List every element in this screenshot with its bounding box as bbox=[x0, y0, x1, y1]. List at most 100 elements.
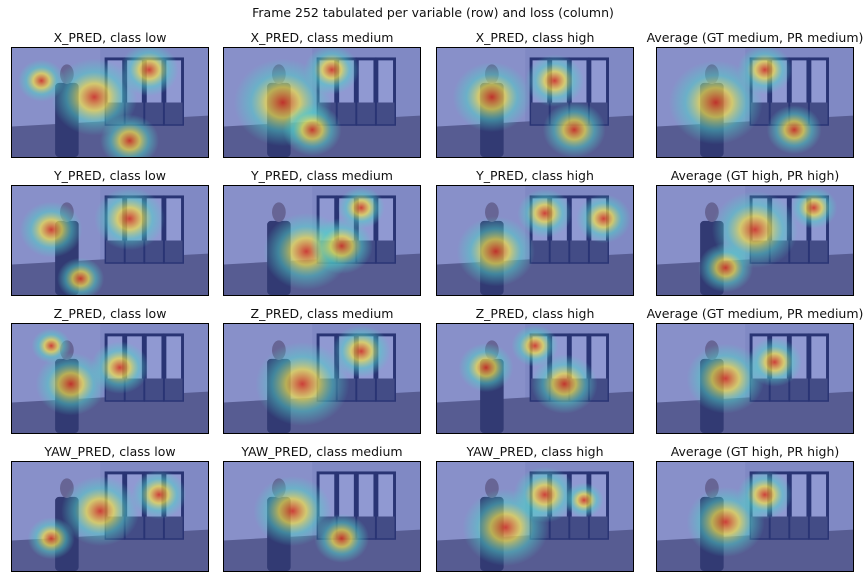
heatmap-overlay-svg bbox=[437, 186, 633, 295]
panel-title: YAW_PRED, class high bbox=[466, 444, 604, 459]
heatmap-overlay-svg bbox=[437, 324, 633, 433]
heatmap-panel: Y_PRED, class high bbox=[436, 168, 634, 296]
heatmap-hotspot bbox=[119, 48, 179, 97]
panel-title: X_PRED, class low bbox=[53, 30, 167, 45]
heatmap-hotspot bbox=[17, 59, 65, 102]
heatmap-panel: Y_PRED, class low bbox=[11, 168, 209, 296]
heatmap-hotspot bbox=[94, 187, 165, 251]
figure-title: Frame 252 tabulated per variable (row) a… bbox=[252, 5, 614, 20]
panel-title: X_PRED, class medium bbox=[250, 30, 394, 45]
heatmap-hotspot bbox=[61, 476, 140, 547]
heatmap-hotspot bbox=[517, 188, 573, 238]
heatmap-hotspot bbox=[564, 482, 604, 518]
window-foliage bbox=[790, 378, 808, 401]
heatmap-hotspot bbox=[100, 114, 159, 157]
heatmap-image bbox=[656, 461, 854, 572]
heatmap-hotspot bbox=[253, 476, 332, 547]
heatmap-image bbox=[656, 47, 854, 158]
panel-title: Average (GT medium, PR medium) bbox=[646, 30, 864, 45]
heatmap-overlay-svg bbox=[657, 324, 853, 433]
heatmap-image bbox=[656, 323, 854, 434]
panel-title: Y_PRED, class low bbox=[54, 168, 166, 183]
heatmap-overlay-svg bbox=[12, 462, 208, 571]
window-foliage bbox=[145, 240, 163, 263]
window-foliage bbox=[164, 516, 183, 539]
heatmap-hotspot bbox=[452, 62, 532, 133]
heatmap-overlay-svg bbox=[657, 48, 853, 157]
heatmap-image bbox=[436, 461, 634, 572]
panel-title: Average (GT high, PR high) bbox=[670, 168, 840, 183]
heatmap-image bbox=[436, 47, 634, 158]
heatmap-panel: Average (GT medium, PR medium) bbox=[647, 30, 863, 158]
heatmap-overlay-svg bbox=[224, 462, 420, 571]
heatmap-hotspot bbox=[456, 216, 535, 287]
panel-title: Average (GT high, PR high) bbox=[670, 444, 840, 459]
heatmap-image bbox=[223, 47, 421, 158]
heatmap-panel: Z_PRED, class high bbox=[436, 306, 634, 434]
heatmap-panel: YAW_PRED, class high bbox=[436, 444, 634, 572]
heatmap-hotspot bbox=[790, 186, 838, 229]
window-foliage bbox=[376, 378, 395, 401]
heatmap-image bbox=[223, 185, 421, 296]
heatmap-image bbox=[223, 461, 421, 572]
heatmap-hotspot bbox=[51, 58, 138, 136]
heatmap-hotspot bbox=[511, 324, 559, 367]
heatmap-hotspot bbox=[698, 243, 754, 293]
heatmap-hotspot bbox=[737, 470, 793, 520]
window-foliage bbox=[357, 102, 375, 125]
heatmap-panel: YAW_PRED, class medium bbox=[223, 444, 421, 572]
window-foliage bbox=[357, 378, 375, 401]
window-foliage bbox=[376, 102, 395, 125]
heatmap-image bbox=[11, 461, 209, 572]
window-foliage bbox=[809, 516, 828, 539]
heatmap-panel: X_PRED, class low bbox=[11, 30, 209, 158]
window-foliage bbox=[376, 516, 395, 539]
window-foliage bbox=[550, 240, 569, 263]
window-foliage bbox=[145, 378, 163, 401]
heatmap-hotspot bbox=[31, 328, 71, 364]
window-foliage bbox=[550, 516, 569, 539]
heatmap-hotspot bbox=[314, 513, 370, 563]
window-foliage bbox=[589, 240, 608, 263]
panel-title: Z_PRED, class medium bbox=[250, 306, 394, 321]
heatmap-hotspot bbox=[686, 343, 765, 414]
heatmap-hotspot bbox=[310, 217, 373, 274]
panel-title: Y_PRED, class high bbox=[476, 168, 594, 183]
heatmap-overlay-svg bbox=[224, 324, 420, 433]
heatmap-panel: YAW_PRED, class low bbox=[11, 444, 209, 572]
window-foliage bbox=[164, 378, 183, 401]
heatmap-hotspot bbox=[525, 54, 584, 107]
heatmap-image bbox=[223, 323, 421, 434]
heatmap-image bbox=[11, 47, 209, 158]
heatmap-image bbox=[11, 185, 209, 296]
heatmap-image bbox=[436, 185, 634, 296]
panel-title: YAW_PRED, class low bbox=[44, 444, 176, 459]
window-foliage bbox=[164, 240, 183, 263]
heatmap-hotspot bbox=[35, 352, 107, 416]
heatmap-hotspot bbox=[766, 105, 822, 155]
heatmap-hotspot bbox=[19, 201, 83, 258]
panel-title: X_PRED, class high bbox=[475, 30, 595, 45]
window-foliage bbox=[164, 102, 183, 125]
window-foliage bbox=[809, 240, 828, 263]
heatmap-hotspot bbox=[255, 341, 350, 426]
heatmap-hotspot bbox=[747, 337, 803, 387]
heatmap-overlay-svg bbox=[12, 186, 208, 295]
heatmap-hotspot bbox=[304, 48, 360, 95]
heatmap-hotspot bbox=[668, 60, 763, 145]
window-foliage bbox=[809, 378, 828, 401]
heatmap-panel: Z_PRED, class medium bbox=[223, 306, 421, 434]
heatmap-panel: Average (GT high, PR high) bbox=[656, 444, 854, 572]
panel-title: Average (GT medium, PR medium) bbox=[646, 306, 864, 321]
window-foliage bbox=[531, 102, 549, 125]
window-foliage bbox=[589, 516, 608, 539]
heatmap-hotspot bbox=[27, 517, 75, 560]
panel-title: Z_PRED, class high bbox=[475, 306, 595, 321]
heatmap-image bbox=[656, 185, 854, 296]
heatmap-overlay-svg bbox=[12, 324, 208, 433]
heatmap-panel: Y_PRED, class medium bbox=[223, 168, 421, 296]
heatmap-overlay-svg bbox=[657, 462, 853, 571]
heatmap-overlay-svg bbox=[224, 186, 420, 295]
heatmap-panel: Z_PRED, class low bbox=[11, 306, 209, 434]
heatmap-image bbox=[436, 323, 634, 434]
